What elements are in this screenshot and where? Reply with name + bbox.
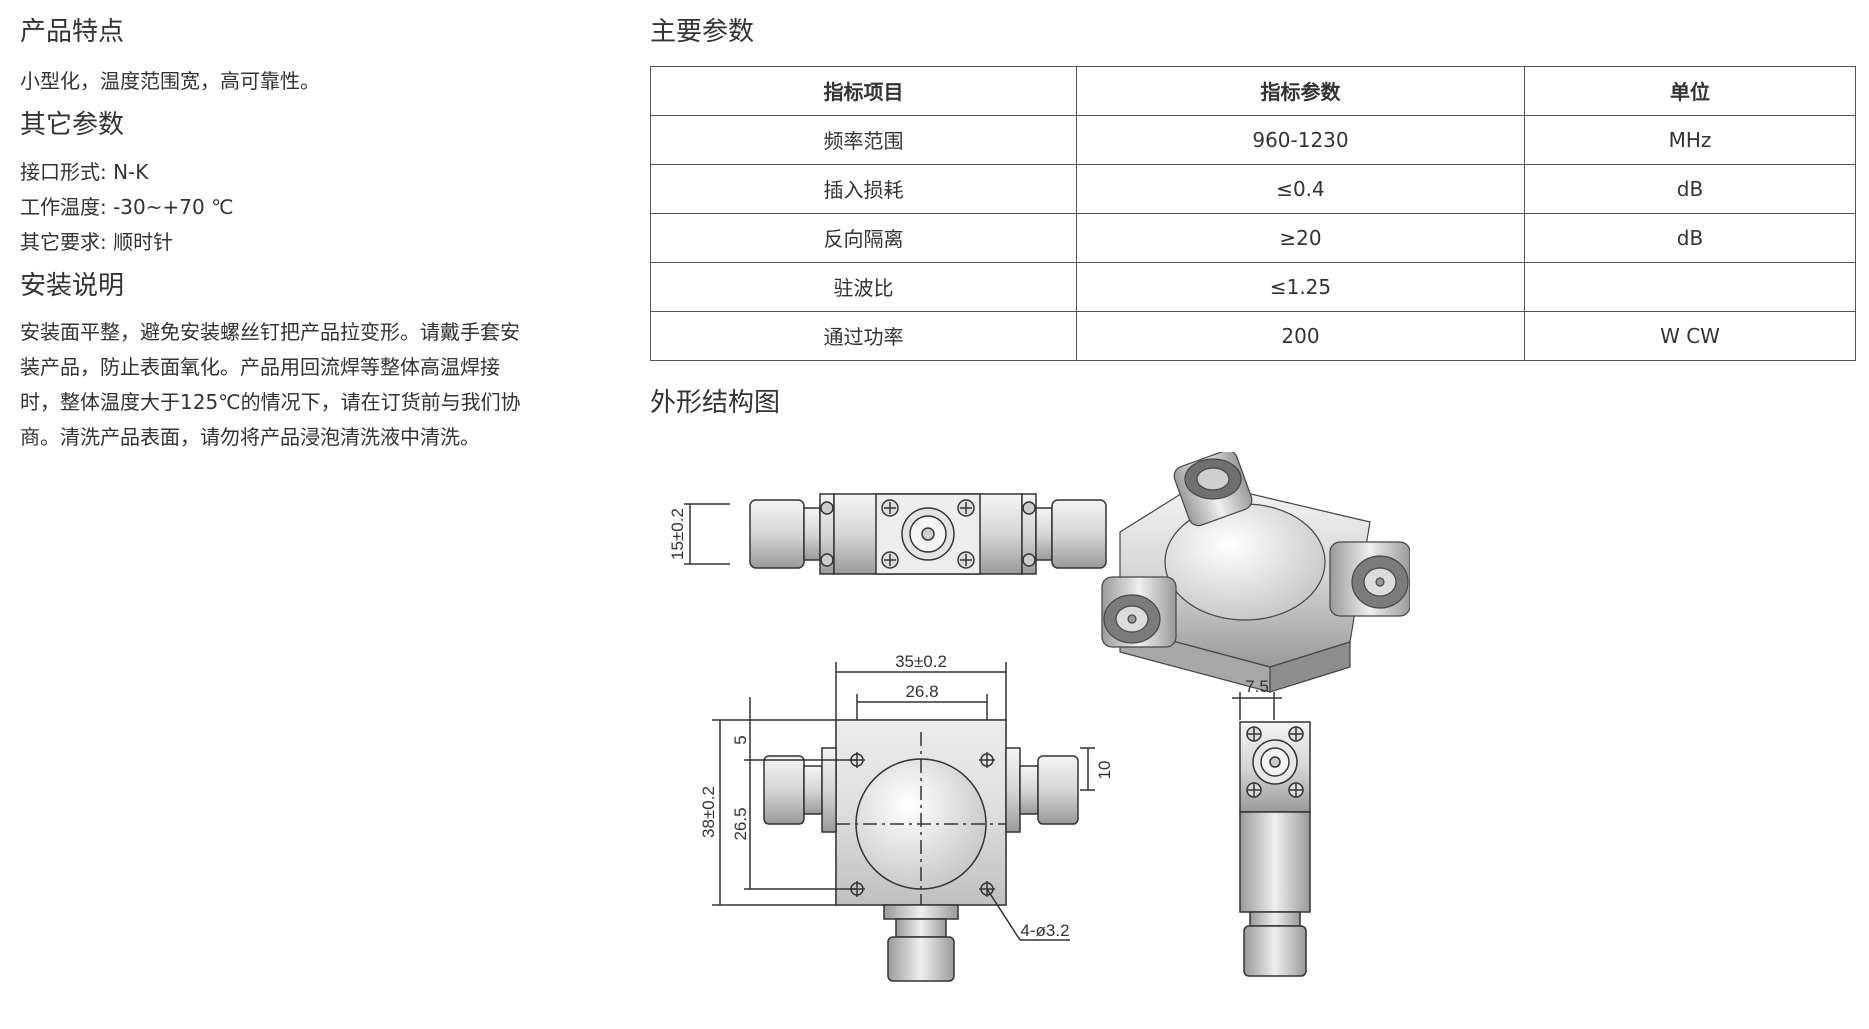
right-column: 主要参数 指标项目 指标参数 单位 频率范围 960-1230 MHz 插入损耗…	[650, 0, 1856, 421]
features-title: 产品特点	[20, 17, 125, 47]
cell-unit	[1524, 261, 1856, 312]
product-3d-view	[1101, 452, 1410, 693]
dim-hole-spacing-x: 26.8	[905, 682, 938, 701]
table-row: 反向隔离 ≥20 dB	[650, 212, 1856, 263]
install-line: 时，整体温度大于125℃的情况下，请在订货前与我们协	[20, 390, 521, 415]
install-line: 商。清洗产品表面，请勿将产品浸泡清洗液中清洗。	[20, 425, 480, 450]
install-text: 安装面平整，避免安装螺丝钉把产品拉变形。请戴手套安 装产品，防止表面氧化。产品用…	[20, 315, 600, 455]
cell-item: 反向隔离	[650, 212, 1077, 263]
dim-depth: 7.5	[1245, 677, 1269, 696]
side-view	[684, 493, 1107, 575]
table-header-row: 指标项目 指标参数 单位	[650, 65, 1856, 116]
table-row: 驻波比 ≤1.25	[650, 261, 1856, 312]
header-unit: 单位	[1524, 65, 1856, 116]
table-row: 通过功率 200 W CW	[650, 310, 1856, 361]
table-row: 频率范围 960-1230 MHz	[650, 114, 1856, 165]
other-params-list: 接口形式: N-K 工作温度: -30~+70 ℃ 其它要求: 顺时针	[20, 155, 600, 260]
param-line-requirement: 其它要求: 顺时针	[20, 229, 174, 254]
header-value: 指标参数	[1076, 65, 1525, 116]
header-item: 指标项目	[650, 65, 1077, 116]
install-line: 装产品，防止表面氧化。产品用回流焊等整体高温焊接	[20, 355, 500, 380]
table-row: 插入损耗 ≤0.4 dB	[650, 163, 1856, 214]
top-view	[712, 662, 1095, 982]
dim-hole-spec: 4-ø3.2	[1020, 921, 1069, 940]
end-view	[1232, 692, 1311, 977]
dim-height-side: 15±0.2	[668, 508, 687, 560]
cell-item: 通过功率	[650, 310, 1077, 361]
features-text: 小型化，温度范围宽，高可靠性。	[20, 68, 320, 93]
dim-hole-spacing-y: 26.5	[731, 807, 750, 840]
install-line: 安装面平整，避免安装螺丝钉把产品拉变形。请戴手套安	[20, 320, 520, 345]
main-params-title: 主要参数	[650, 17, 755, 47]
dim-height-total: 38±0.2	[699, 786, 718, 838]
cell-item: 驻波比	[650, 261, 1077, 312]
cell-value: ≤1.25	[1076, 261, 1525, 312]
param-line-interface: 接口形式: N-K	[20, 159, 149, 184]
left-column: 产品特点 小型化，温度范围宽，高可靠性。 其它参数 接口形式: N-K 工作温度…	[20, 0, 600, 455]
cell-unit: MHz	[1524, 114, 1856, 165]
dim-connector-offset: 10	[1095, 761, 1114, 780]
dim-top-offset: 5	[731, 735, 750, 744]
param-line-temperature: 工作温度: -30~+70 ℃	[20, 194, 234, 219]
outline-drawing: 15±0.2	[668, 452, 1410, 982]
cell-unit: dB	[1524, 163, 1856, 214]
cell-unit: W CW	[1524, 310, 1856, 361]
cell-unit: dB	[1524, 212, 1856, 263]
other-params-title: 其它参数	[20, 109, 125, 140]
cell-item: 插入损耗	[650, 163, 1077, 214]
cell-value: ≥20	[1076, 212, 1525, 263]
cell-value: 960-1230	[1076, 114, 1525, 165]
cell-item: 频率范围	[650, 114, 1077, 165]
spec-table: 指标项目 指标参数 单位 频率范围 960-1230 MHz 插入损耗 ≤0.4…	[650, 65, 1856, 361]
install-title: 安装说明	[20, 270, 125, 301]
dim-width-total: 35±0.2	[895, 652, 947, 671]
cell-value: ≤0.4	[1076, 163, 1525, 214]
outline-title: 外形结构图	[650, 387, 781, 418]
cell-value: 200	[1076, 310, 1525, 361]
